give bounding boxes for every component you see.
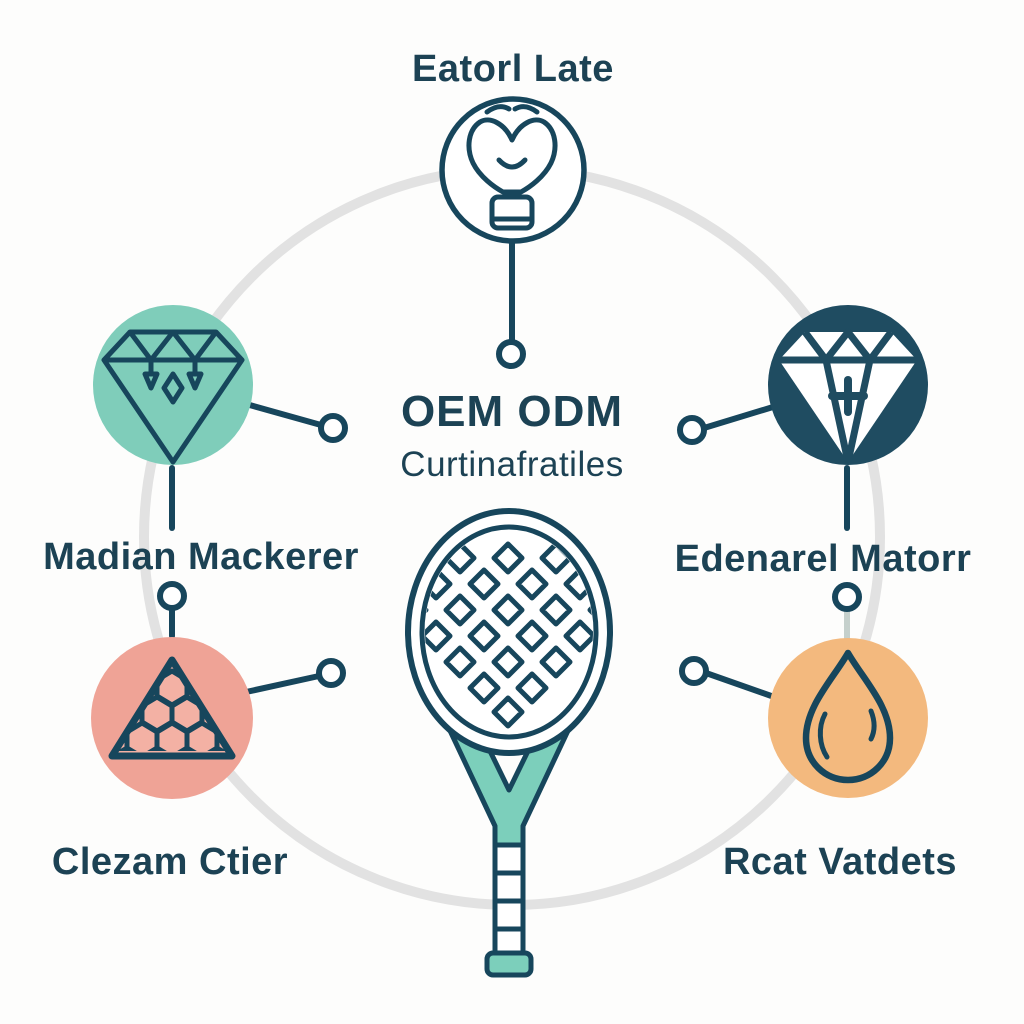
connector-ring-top xyxy=(496,339,526,369)
connector-lines xyxy=(157,237,862,701)
connector-ring-mid-right xyxy=(832,582,862,612)
connector-line-upper-left xyxy=(243,401,324,428)
water-drop-icon xyxy=(802,649,894,784)
node-label-upper-right: Edenarel Matorr xyxy=(674,538,972,580)
racket-butt-cap xyxy=(484,950,534,978)
node-label-upper-left: Madian Mackerer xyxy=(43,536,359,578)
connector-line-lower-right xyxy=(703,670,780,701)
diamond-plus-icon xyxy=(779,328,917,463)
connector-ring-lower-left xyxy=(316,658,346,688)
node-lower-right xyxy=(768,638,928,798)
node-circle-upper-left xyxy=(93,305,253,465)
node-label-lower-right: Rcat Vatdets xyxy=(722,841,958,883)
lightbulb-icon xyxy=(466,104,558,231)
node-lower-left xyxy=(91,637,253,799)
node-label-lower-left: Clezam Ctier xyxy=(51,841,289,883)
connector-ring-mid-left xyxy=(157,581,187,611)
connector-ring-upper-right xyxy=(677,415,707,445)
diamond-gem-icon xyxy=(101,329,245,465)
node-upper-left xyxy=(93,305,253,465)
connector-ring-upper-left xyxy=(318,413,348,443)
connector-line-lower-left xyxy=(243,673,322,695)
center-title: OEM ODM xyxy=(400,387,624,436)
top-label: Eatorl Late xyxy=(412,48,614,90)
node-upper-right xyxy=(768,305,928,465)
node-top xyxy=(439,96,587,244)
triangle-honeycomb-icon xyxy=(108,656,236,760)
tennis-racket-icon xyxy=(405,508,613,978)
racket-head-inner xyxy=(419,524,599,740)
connector-ring-lower-right xyxy=(679,656,709,686)
node-circle-lower-right xyxy=(768,638,928,798)
top-icon-circle xyxy=(439,96,587,244)
center-subtitle: Curtinafratiles xyxy=(400,445,624,484)
connector-line-upper-right xyxy=(701,404,776,431)
racket-string-pattern xyxy=(425,541,593,729)
